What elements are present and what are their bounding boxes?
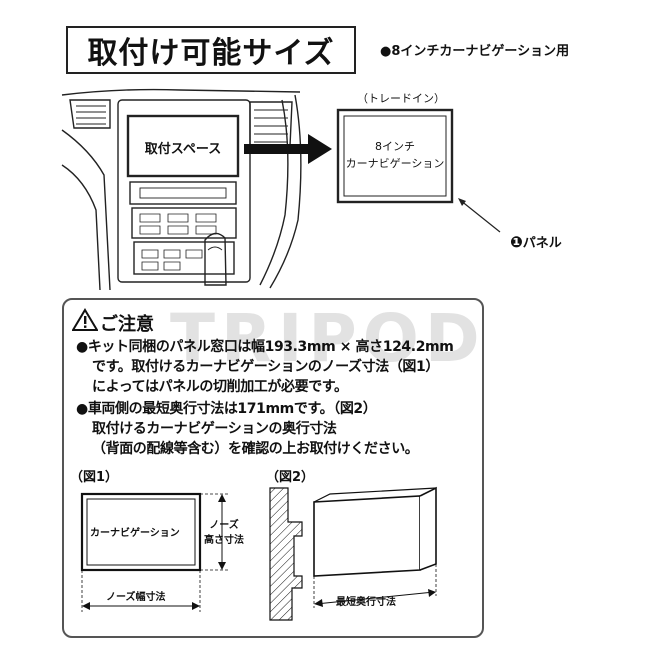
arrow-shaft: [244, 144, 310, 154]
figure-1-nose-width: ノーズ幅寸法: [104, 588, 168, 603]
nose-height-line-1: ノーズ: [209, 520, 239, 531]
panel-number-icon: ❶: [510, 233, 523, 251]
caution-box: [62, 298, 484, 638]
caution-heading: ご注意: [100, 314, 154, 335]
install-space-screen: [126, 114, 240, 178]
caution-line-5: 取付けるカーナビゲーションの奥行寸法: [92, 421, 337, 437]
figure-2-depth-label: 最短奥行寸法: [336, 597, 396, 608]
panel-label: ❶パネル: [510, 232, 562, 251]
arrow-head: [308, 134, 332, 164]
nose-height-line-2: 高さ寸法: [204, 535, 244, 546]
caution-line-4: ●車両側の最短奥行寸法は171mmです。（図2）: [76, 401, 377, 417]
figure-1-label: （図1）: [70, 470, 119, 485]
panel-label-text: パネル: [522, 236, 562, 251]
watermark: TRIPOD: [170, 300, 486, 377]
panel-frame: [336, 108, 454, 204]
tray-caption: （トレードイン）: [357, 92, 445, 105]
device-type-note: ●8インチカーナビゲーション用: [380, 44, 570, 59]
caution-line-3: によってはパネルの切削加工が必要です。: [92, 379, 348, 395]
figure-1-diagram: [80, 492, 230, 612]
panel-leader-line: [459, 199, 501, 233]
device-label-line-1: 8インチ: [375, 140, 415, 153]
device-label: 8インチ カーナビゲーション: [344, 138, 446, 172]
caution-line-1: ●キット同梱のパネル窓口は幅193.3mm × 高さ124.2mm: [76, 339, 454, 355]
caution-line-6: （背面の配線等含む）を確認の上お取付けください。: [92, 441, 419, 457]
figure-1-device-label: カーナビゲーション: [90, 528, 180, 539]
warning-icon: [72, 308, 98, 331]
page-title-box: 取付け可能サイズ: [66, 26, 356, 74]
figure-2-label: （図2）: [266, 470, 315, 485]
caution-line-2: です。取付けるカーナビゲーションのノーズ寸法（図1）: [92, 359, 439, 375]
device-label-line-2: カーナビゲーション: [345, 157, 445, 170]
page-title: 取付け可能サイズ: [87, 36, 335, 71]
panel-inner-frame: [343, 115, 447, 197]
figure-2-diagram: [269, 486, 437, 621]
install-space-label: 取付スペース: [144, 142, 222, 157]
figure-1-nose-height: ノーズ 高さ寸法: [204, 518, 244, 548]
